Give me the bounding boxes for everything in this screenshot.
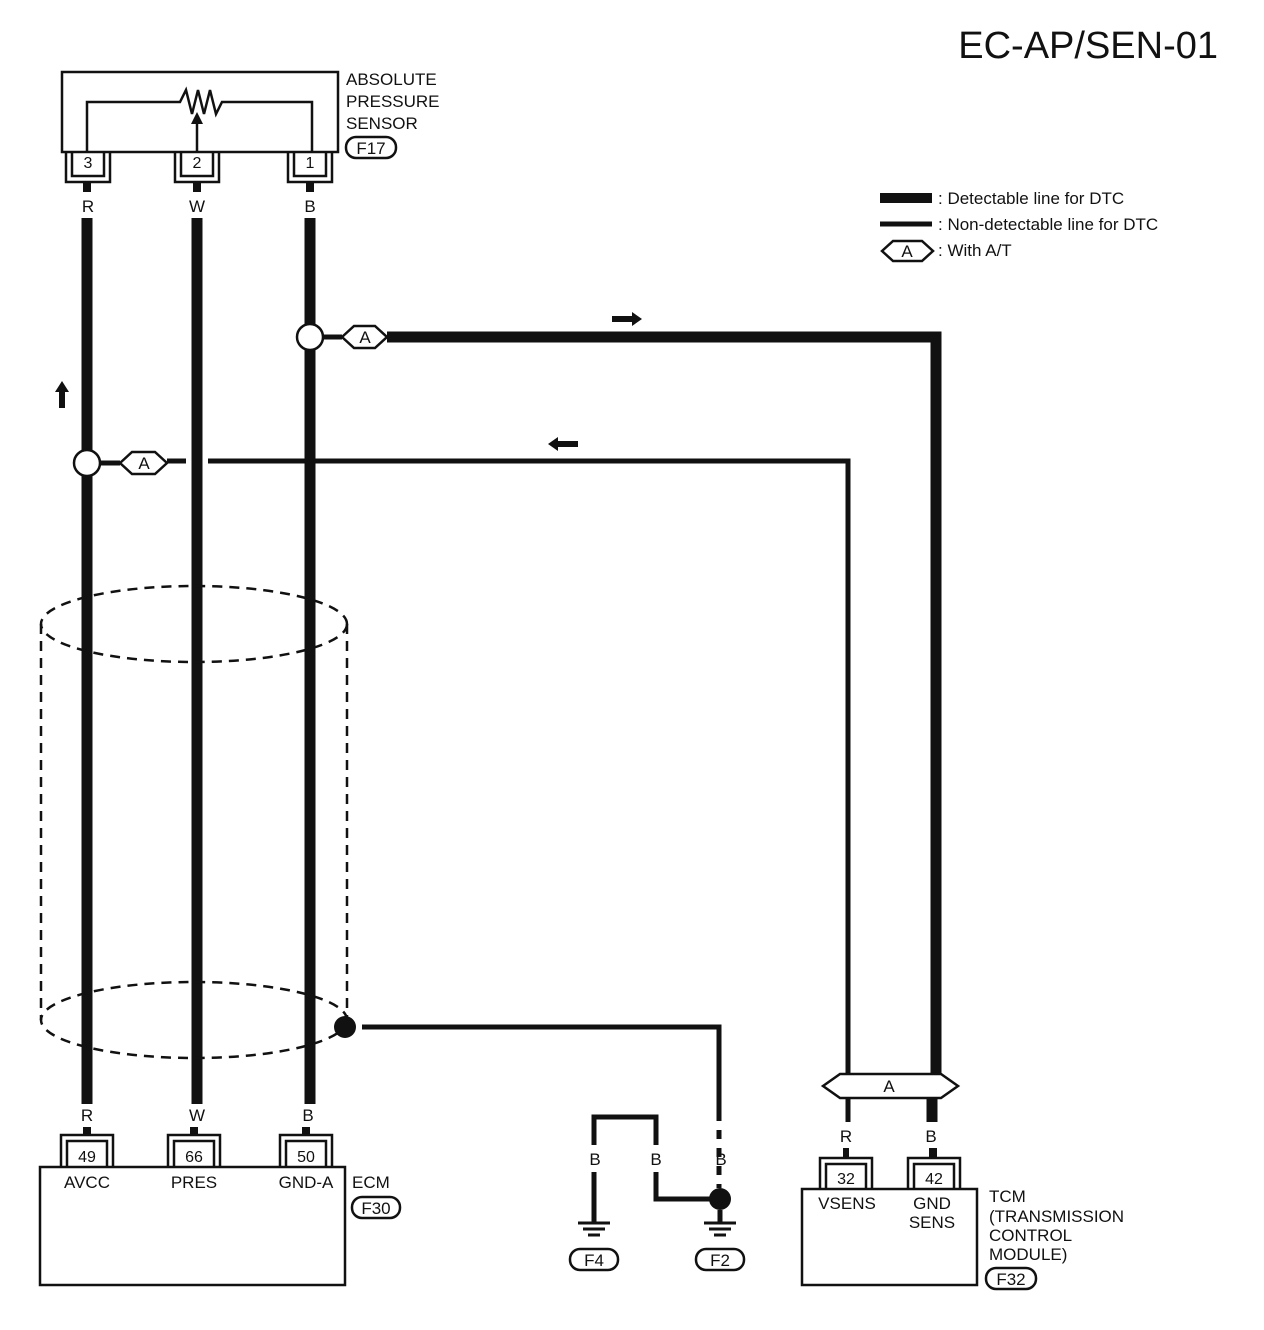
tcm-connector-badge <box>984 1266 1038 1291</box>
ground-symbol-f2-icon <box>704 1221 736 1237</box>
sensor-wire-color-r: R <box>82 197 94 216</box>
sensor-pin-2: 2 <box>193 155 202 172</box>
sensor-wire-color-w: W <box>189 197 205 216</box>
tcm-pin-label-gnd: GND <box>913 1194 951 1213</box>
tcm-wire-color-b: B <box>925 1127 936 1146</box>
ecm-pin-50-bracket <box>278 1133 334 1167</box>
legend-at-symbol: A <box>901 242 913 261</box>
ground-f4-badge <box>568 1247 620 1272</box>
ecm-box <box>38 1165 347 1287</box>
ecm-name: ECM <box>352 1173 390 1192</box>
ecm-pin-label-gnd-a: GND-A <box>279 1173 334 1192</box>
sensor-name-line1: ABSOLUTE <box>346 70 437 89</box>
ecm-connector-badge <box>350 1195 402 1220</box>
main-wires <box>81 182 316 1104</box>
ground-f2-badge <box>694 1247 746 1272</box>
tcm-pin-42: 42 <box>925 1171 943 1188</box>
wire-r-to-tcm <box>208 458 851 1078</box>
shield-cylinder <box>39 584 722 1112</box>
ecm-wire-color-w: W <box>189 1106 205 1125</box>
sensor-wire-color-b: B <box>304 197 315 216</box>
sensor-name-line2: PRESSURE <box>346 92 440 111</box>
ecm-pin-label-pres: PRES <box>171 1173 217 1192</box>
ecm-pin-66: 66 <box>185 1149 203 1166</box>
sensor-wiper-arrow-icon <box>191 112 203 124</box>
ground-wire-loop <box>591 1114 659 1145</box>
sensor-box <box>60 70 340 154</box>
absolute-pressure-sensor: ABSOLUTE PRESSURE SENSOR F17 <box>60 70 440 160</box>
legend-detectable-label: : Detectable line for DTC <box>938 189 1124 208</box>
tcm-wire-color-r: R <box>840 1127 852 1146</box>
tcm-vsens-branch: A <box>55 381 851 1078</box>
ecm-connector-label: F30 <box>361 1199 390 1218</box>
tcm-name-line4: MODULE) <box>989 1245 1067 1264</box>
ground-wire-color-1: B <box>589 1150 600 1169</box>
ecm-pin-66-bracket <box>166 1133 222 1167</box>
sensor-pin-1: 1 <box>306 155 315 172</box>
at-label-tcm: A <box>883 1077 895 1096</box>
sensor-resistor-icon <box>85 86 314 152</box>
ecm-pin-49: 49 <box>78 1149 96 1166</box>
legend-non-detectable-label: : Non-detectable line for DTC <box>938 215 1158 234</box>
sensor-connector-label: F17 <box>356 139 385 158</box>
flow-arrow-up-icon <box>55 381 69 408</box>
tcm-name-line2: (TRANSMISSION <box>989 1207 1124 1226</box>
at-hexagon-tcm <box>820 1072 961 1100</box>
at-label-lower: A <box>138 454 150 473</box>
legend-at-hexagon <box>880 239 935 263</box>
ground-wire-color-2: B <box>650 1150 661 1169</box>
ground-f4-label: F4 <box>584 1251 604 1270</box>
ground-junction-dot <box>709 1188 731 1210</box>
tcm-connector-label: F32 <box>996 1270 1025 1289</box>
ecm: R W B 49 66 50 AVCC PRES GND-A ECM F30 <box>38 1106 402 1287</box>
sensor-pin-3: 3 <box>84 155 93 172</box>
flow-arrow-left-icon <box>548 437 578 451</box>
ecm-pin-label-avcc: AVCC <box>64 1173 110 1192</box>
ground-wire-to-f2 <box>653 1172 712 1202</box>
tcm-name-line3: CONTROL <box>989 1226 1072 1245</box>
shield-ground-wire <box>362 1024 722 1112</box>
at-label-upper: A <box>359 328 371 347</box>
ecm-wire-color-r: R <box>81 1106 93 1125</box>
ecm-pin-50: 50 <box>297 1149 315 1166</box>
legend: : Detectable line for DTC : Non-detectab… <box>880 189 1158 263</box>
tcm: A R B 32 42 VSENS GND SENS TCM (TRANSMIS… <box>800 1072 1124 1291</box>
ecm-wire-color-b: B <box>302 1106 313 1125</box>
ground-section: B B B F4 F2 <box>568 1112 746 1272</box>
tcm-pin-32-bracket <box>818 1156 874 1189</box>
ecm-pin-49-bracket <box>59 1133 115 1167</box>
tcm-name-line1: TCM <box>989 1187 1026 1206</box>
tcm-ground-branch: A <box>295 312 942 1078</box>
tcm-pin-42-bracket <box>906 1156 962 1189</box>
splice-r <box>72 448 102 478</box>
ground-wire-color-3: B <box>715 1150 726 1169</box>
ground-f2-label: F2 <box>710 1251 730 1270</box>
sensor-name-line3: SENSOR <box>346 114 418 133</box>
sensor-connector-badge <box>344 135 398 160</box>
tcm-pin-label-vsens: VSENS <box>818 1194 876 1213</box>
diagram-title: EC-AP/SEN-01 <box>958 25 1218 67</box>
tcm-pin-32: 32 <box>837 1171 855 1188</box>
tcm-pin-label-sens: SENS <box>909 1213 955 1232</box>
ground-symbol-f4-icon <box>578 1221 610 1237</box>
shield-ground-dot <box>334 1016 356 1038</box>
flow-arrow-right-icon <box>612 312 642 326</box>
legend-with-at-label: : With A/T <box>938 241 1012 260</box>
wire-b-to-tcm <box>387 331 942 1078</box>
tcm-box <box>800 1187 979 1287</box>
splice-b <box>295 322 325 352</box>
